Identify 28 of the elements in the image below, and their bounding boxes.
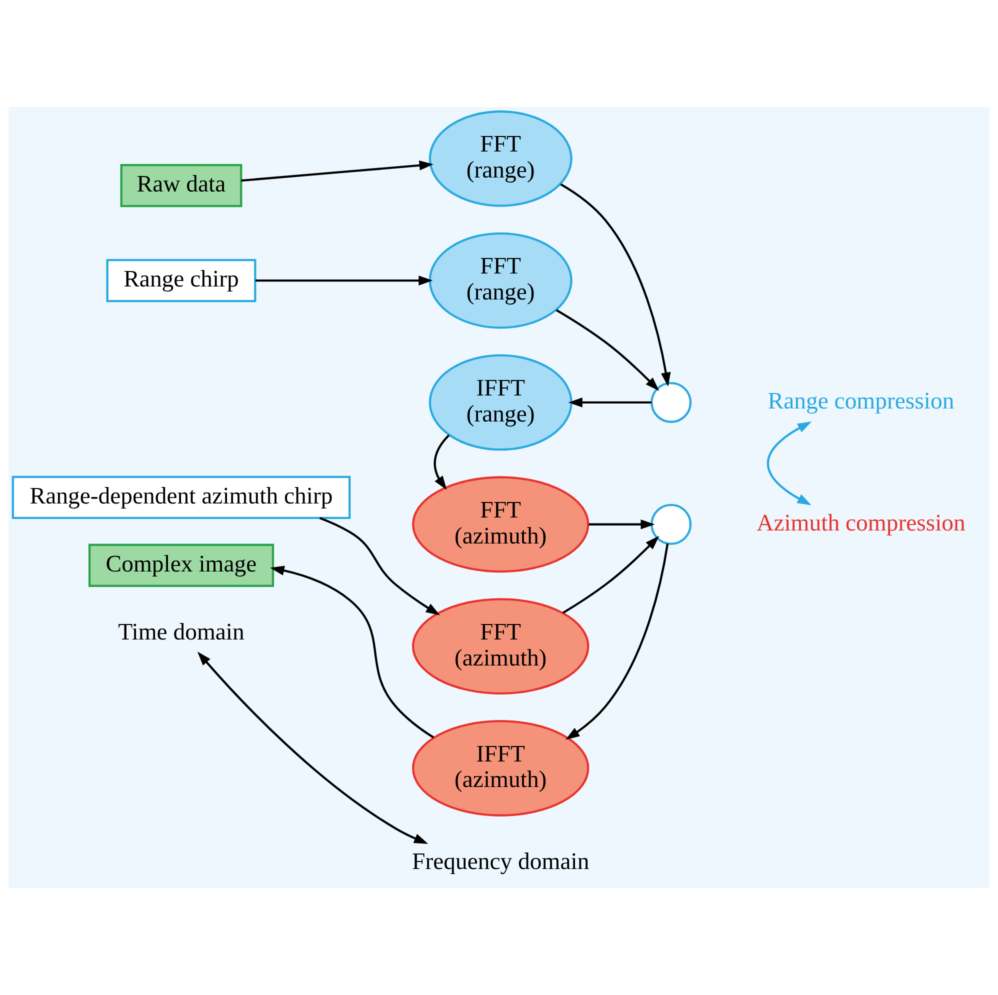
arrow (568, 398, 652, 408)
node-ellipse: FFT (range) (428, 232, 572, 329)
node-box: Complex image (88, 544, 274, 587)
arrow (319, 517, 440, 616)
node-ellipse: IFFT (range) (428, 354, 572, 451)
node-text: Frequency domain (412, 849, 590, 876)
arrow (560, 183, 671, 387)
arrow (197, 652, 428, 844)
arrow (256, 276, 433, 286)
node-text: Range compression (768, 388, 954, 415)
arrow (562, 536, 660, 614)
node-ellipse: FFT (range) (428, 110, 572, 207)
arrow (566, 543, 669, 740)
arrow (556, 309, 660, 391)
node-ellipse: IFFT (azimuth) (412, 720, 590, 816)
node-box: Range chirp (106, 258, 256, 302)
node-text: Azimuth compression (756, 510, 966, 536)
arrow (241, 160, 434, 182)
arrow (270, 566, 434, 738)
node-box: Raw data (120, 164, 242, 208)
node-circle (650, 382, 692, 423)
node-text: Time domain (118, 619, 244, 646)
arrow (766, 422, 812, 506)
node-box: Range-dependent azimuth chirp (12, 476, 351, 519)
arrow (588, 519, 655, 530)
node-circle (650, 504, 692, 545)
node-ellipse: FFT (azimuth) (412, 598, 590, 695)
arrow (434, 434, 450, 490)
